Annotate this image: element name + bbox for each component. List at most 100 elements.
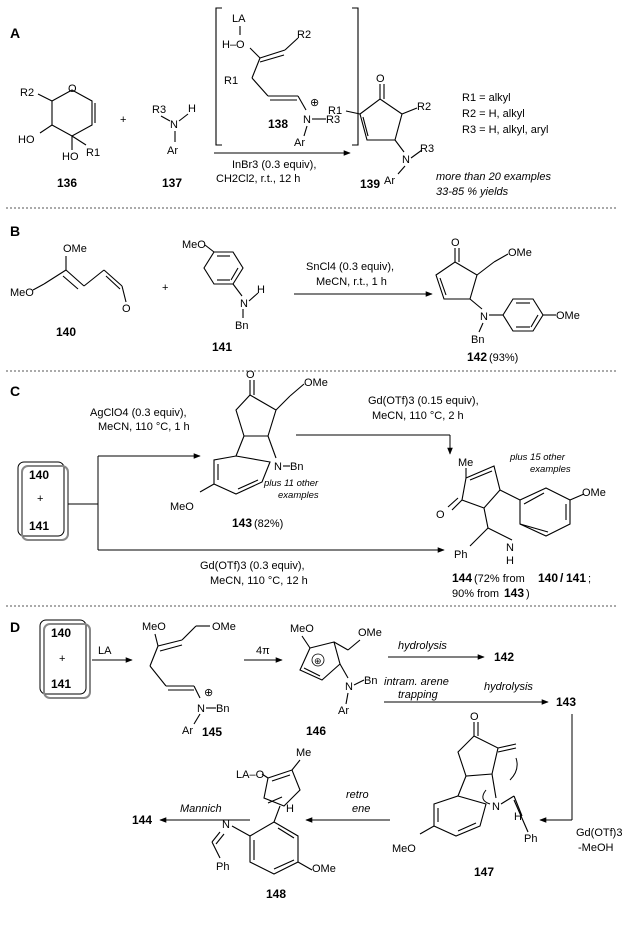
svg-text:⊕: ⊕ bbox=[314, 656, 322, 666]
structure-137: R3 N H Ar bbox=[152, 103, 196, 157]
structure-142-b: O OMe N Bn OMe bbox=[435, 237, 580, 346]
panel-label-c: C bbox=[10, 383, 20, 399]
svg-text:OMe: OMe bbox=[312, 863, 336, 875]
cond-c-gd2-1: Gd(OTf)3 (0.3 equiv), bbox=[200, 560, 305, 572]
svg-text:OMe: OMe bbox=[212, 621, 236, 633]
cond-d-gd-1: Gd(OTf)3 bbox=[576, 827, 622, 839]
svg-text:H: H bbox=[514, 811, 522, 823]
yield-144-d: ) bbox=[526, 588, 530, 600]
label-144: 144 bbox=[452, 571, 472, 585]
svg-text:141: 141 bbox=[29, 519, 49, 533]
yield-143: (82%) bbox=[254, 518, 283, 530]
cond-d-trap-2: trapping bbox=[398, 689, 439, 701]
svg-text:Bn: Bn bbox=[364, 675, 377, 687]
label-138: 138 bbox=[268, 117, 288, 131]
svg-text:O: O bbox=[68, 83, 77, 95]
panel-label-a: A bbox=[10, 25, 20, 41]
structure-139: O R1 R2 N R3 Ar bbox=[328, 73, 434, 187]
svg-text:Me: Me bbox=[458, 457, 473, 469]
svg-text:H: H bbox=[506, 555, 514, 567]
svg-text:OMe: OMe bbox=[582, 487, 606, 499]
svg-text:Bn: Bn bbox=[235, 320, 248, 332]
svg-text:HO: HO bbox=[62, 151, 79, 163]
label-144-d: 144 bbox=[132, 813, 152, 827]
svg-text:Bn: Bn bbox=[216, 703, 229, 715]
cond-c-gd1-2: MeCN, 110 °C, 2 h bbox=[372, 410, 464, 422]
svg-text:Ar: Ar bbox=[167, 145, 178, 157]
panel-label-d: D bbox=[10, 619, 20, 635]
svg-text:N: N bbox=[274, 461, 282, 473]
svg-text:OMe: OMe bbox=[63, 243, 87, 255]
cond-d-gd-2: -MeOH bbox=[578, 842, 614, 854]
cond-b-1: SnCl4 (0.3 equiv), bbox=[306, 261, 394, 273]
svg-text:OMe: OMe bbox=[304, 377, 328, 389]
r3-def: R3 = H, alkyl, aryl bbox=[462, 124, 549, 136]
scope-a-2: 33-85 % yields bbox=[436, 186, 509, 198]
svg-text:N: N bbox=[240, 298, 248, 310]
label-145: 145 bbox=[202, 725, 222, 739]
cond-d-retro-1: retro bbox=[346, 789, 369, 801]
svg-text:LA: LA bbox=[232, 13, 246, 25]
label-141-b: 141 bbox=[212, 340, 232, 354]
label-140-b: 140 bbox=[56, 325, 76, 339]
svg-text:Bn: Bn bbox=[471, 334, 484, 346]
svg-text:Ar: Ar bbox=[182, 725, 193, 737]
slash-144: / bbox=[560, 571, 564, 585]
svg-text:N: N bbox=[303, 114, 311, 126]
label-137: 137 bbox=[162, 176, 182, 190]
svg-text:N: N bbox=[170, 119, 178, 131]
label-143: 143 bbox=[232, 516, 252, 530]
svg-text:R2: R2 bbox=[417, 101, 431, 113]
r1-def: R1 = alkyl bbox=[462, 92, 511, 104]
svg-text:Ph: Ph bbox=[216, 861, 229, 873]
svg-text:+: + bbox=[59, 653, 65, 665]
svg-text:140: 140 bbox=[51, 626, 71, 640]
svg-text:N: N bbox=[506, 542, 514, 554]
plus-b: + bbox=[162, 282, 168, 294]
svg-text:R2: R2 bbox=[297, 29, 311, 41]
svg-text:140: 140 bbox=[29, 468, 49, 482]
svg-text:OMe: OMe bbox=[508, 247, 532, 259]
plus-a: + bbox=[120, 114, 126, 126]
svg-text:N: N bbox=[492, 801, 500, 813]
svg-text:O: O bbox=[436, 509, 445, 521]
curved-arrow-1 bbox=[509, 757, 518, 781]
svg-text:Ph: Ph bbox=[524, 833, 537, 845]
cond-d-mannich: Mannich bbox=[180, 803, 222, 815]
svg-text:MeO: MeO bbox=[10, 287, 34, 299]
svg-text:R3: R3 bbox=[326, 114, 340, 126]
svg-text:N: N bbox=[345, 681, 353, 693]
structure-148: LA–O Me H OMe N Ph bbox=[211, 747, 336, 875]
svg-text:O: O bbox=[122, 303, 131, 315]
svg-text:N: N bbox=[402, 154, 410, 166]
svg-text:R1: R1 bbox=[328, 105, 342, 117]
svg-text:Ph: Ph bbox=[454, 549, 467, 561]
svg-text:MeO: MeO bbox=[170, 501, 194, 513]
cond-a-1: InBr3 (0.3 equiv), bbox=[232, 159, 316, 171]
svg-text:Bn: Bn bbox=[290, 461, 303, 473]
structure-143: O OMe N Bn MeO bbox=[170, 369, 328, 513]
note-144-2: examples bbox=[530, 464, 571, 475]
cond-d-retro-2: ene bbox=[352, 803, 370, 815]
yield-142: (93%) bbox=[489, 352, 518, 364]
label-144-140: 140 bbox=[538, 571, 558, 585]
label-142-d: 142 bbox=[494, 650, 514, 664]
label-147: 147 bbox=[474, 865, 494, 879]
box-140-141-d: 140 + 141 bbox=[39, 619, 91, 699]
svg-text:O: O bbox=[246, 369, 255, 381]
svg-text:⊕: ⊕ bbox=[310, 97, 319, 109]
label-136: 136 bbox=[57, 176, 77, 190]
svg-text:Me: Me bbox=[296, 747, 311, 759]
cond-d-trap-1: intram. arene bbox=[384, 676, 449, 688]
cond-c-gd2-2: MeCN, 110 °C, 12 h bbox=[210, 575, 308, 587]
svg-text:R3: R3 bbox=[152, 104, 166, 116]
svg-text:O: O bbox=[451, 237, 460, 249]
label-146: 146 bbox=[306, 724, 326, 738]
svg-text:LA–O: LA–O bbox=[236, 769, 265, 781]
svg-text:OMe: OMe bbox=[358, 627, 382, 639]
cond-d-la: LA bbox=[98, 645, 112, 657]
label-142-b: 142 bbox=[467, 350, 487, 364]
yield-144-b: ; bbox=[588, 573, 591, 585]
label-148: 148 bbox=[266, 887, 286, 901]
